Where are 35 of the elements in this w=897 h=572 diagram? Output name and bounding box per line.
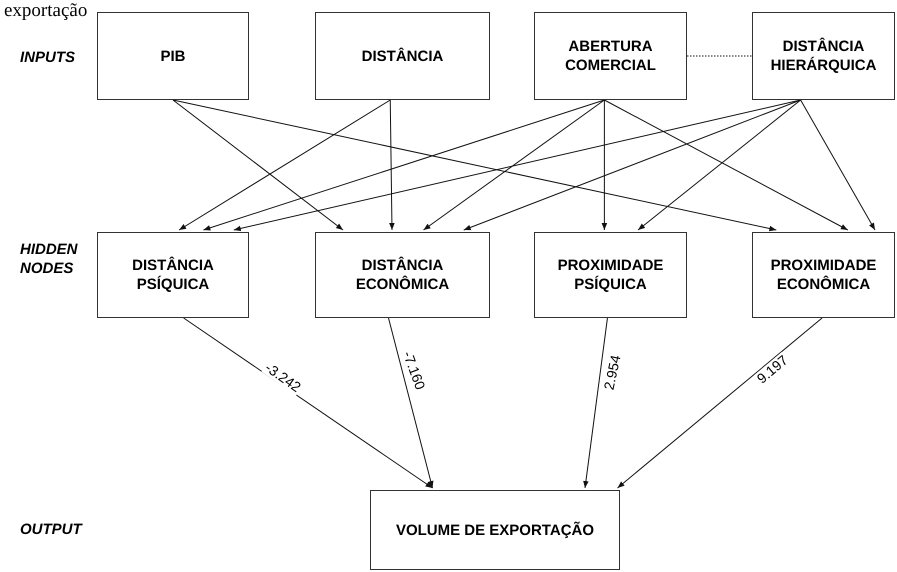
node-box bbox=[97, 232, 249, 318]
arrow bbox=[423, 100, 605, 230]
arrow bbox=[178, 100, 391, 230]
row-label: HIDDEN NODES bbox=[20, 240, 79, 278]
arrow bbox=[583, 318, 608, 488]
node-box bbox=[534, 232, 687, 318]
node-label: DISTÂNCIA ECONÔMICA bbox=[354, 256, 450, 294]
node-box bbox=[97, 12, 249, 100]
node-label: DISTÂNCIA bbox=[362, 46, 444, 66]
arrow bbox=[602, 100, 608, 230]
node-box bbox=[752, 12, 895, 100]
node-label: DISTÂNCIA PSÍQUICA bbox=[131, 256, 215, 294]
caption-fragment: exportação bbox=[4, 0, 88, 22]
node-label: DISTÂNCIA HIERÁRQUICA bbox=[770, 37, 878, 75]
arrow bbox=[172, 100, 344, 230]
arrow bbox=[617, 318, 823, 488]
node-box bbox=[315, 232, 490, 318]
arrow bbox=[389, 100, 395, 230]
row-label: OUTPUT bbox=[20, 520, 84, 539]
arrow bbox=[388, 318, 434, 488]
node-box bbox=[534, 12, 687, 100]
arrow bbox=[463, 100, 802, 230]
node-label: VOLUME DE EXPORTAÇÃO bbox=[396, 520, 594, 540]
node-box bbox=[752, 232, 895, 318]
row-label: INPUTS bbox=[20, 48, 76, 67]
node-label: PROXIMIDADE PSÍQUICA bbox=[556, 256, 664, 294]
node-label: ABERTURA COMERCIAL bbox=[564, 37, 657, 75]
arrow bbox=[604, 100, 848, 230]
node-label: PROXIMIDADE ECONÔMICA bbox=[770, 256, 878, 294]
node-label: PIB bbox=[160, 46, 186, 66]
node-box bbox=[370, 490, 620, 570]
arrow bbox=[202, 100, 605, 230]
node-box bbox=[315, 12, 490, 100]
arrow bbox=[638, 100, 802, 230]
arrow bbox=[800, 100, 876, 230]
